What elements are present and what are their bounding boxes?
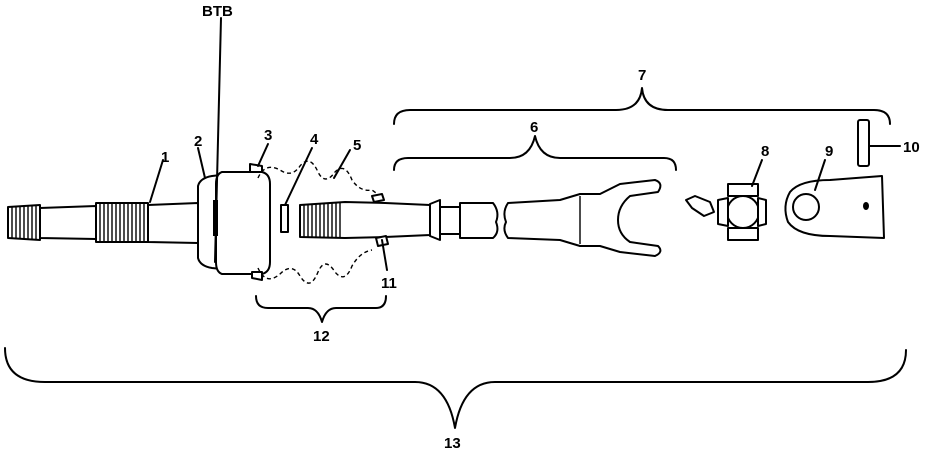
leader-lines bbox=[149, 17, 901, 271]
label-8: 8 bbox=[761, 143, 769, 160]
label-5: 5 bbox=[353, 137, 361, 154]
label-1: 1 bbox=[161, 149, 169, 166]
label-6: 6 bbox=[530, 119, 538, 136]
part-12-boot bbox=[257, 160, 381, 284]
part-4-snap-ring bbox=[280, 204, 289, 233]
label-7: 7 bbox=[638, 67, 646, 84]
part-2-cv-housing bbox=[197, 163, 271, 281]
part-8-u-joint-cross bbox=[685, 183, 767, 241]
label-3: 3 bbox=[264, 127, 272, 144]
label-2: 2 bbox=[194, 133, 202, 150]
label-13: 13 bbox=[444, 435, 461, 451]
label-4: 4 bbox=[310, 131, 319, 148]
label-12: 12 bbox=[313, 328, 330, 345]
label-11: 11 bbox=[381, 275, 397, 292]
label-btb: BTB bbox=[202, 3, 233, 20]
part-1-splined-shaft bbox=[7, 202, 199, 244]
brackets bbox=[4, 87, 907, 429]
part-10-pin bbox=[857, 119, 870, 167]
part-6-inner-shaft-yoke bbox=[299, 179, 662, 257]
label-9: 9 bbox=[825, 143, 833, 160]
part-9-yoke bbox=[784, 175, 885, 239]
label-10: 10 bbox=[903, 139, 920, 156]
